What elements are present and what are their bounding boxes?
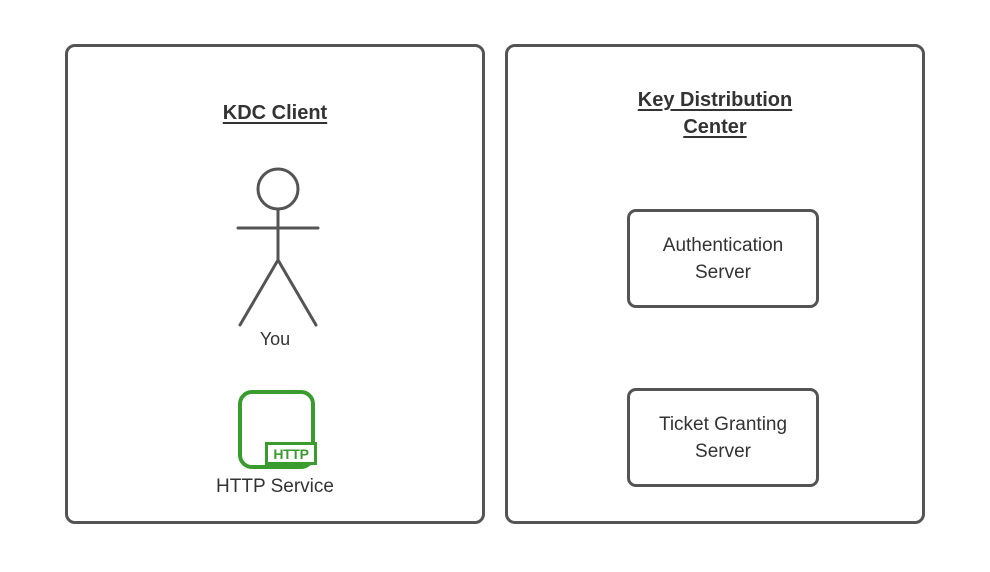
- person-head: [256, 167, 300, 211]
- person-left-leg: [238, 258, 280, 327]
- ticket-granting-server-label: Ticket Granting Server: [658, 413, 788, 462]
- person-icon: [236, 167, 320, 327]
- ticket-granting-server-box: Ticket Granting Server: [627, 388, 819, 487]
- actor-label: You: [259, 329, 291, 349]
- person-right-leg: [276, 258, 318, 327]
- key-distribution-center-panel: Key Distribution Center Authentication S…: [505, 44, 925, 524]
- http-service-icon: [238, 390, 315, 469]
- kdc-client-title: KDC Client: [222, 102, 328, 124]
- key-distribution-center-title: Key Distribution Center: [637, 89, 793, 138]
- http-badge-icon: HTTP: [265, 442, 317, 465]
- kdc-client-panel: KDC Client You HTTP HTTP Service: [65, 44, 485, 524]
- http-service-label: HTTP Service: [216, 476, 334, 497]
- authentication-server-box: Authentication Server: [627, 209, 819, 308]
- authentication-server-label: Authentication Server: [662, 234, 784, 283]
